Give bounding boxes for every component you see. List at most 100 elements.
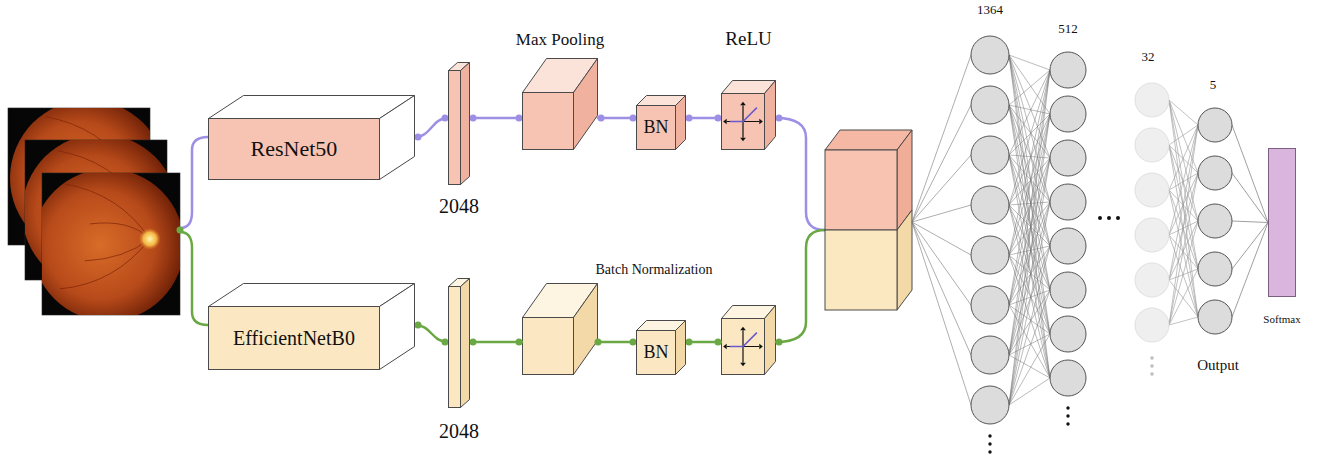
layer-size: 512 xyxy=(1058,22,1078,37)
weight-line xyxy=(1009,70,1050,105)
weight-line xyxy=(1009,114,1050,305)
box-top-face xyxy=(209,284,415,307)
weight-line xyxy=(1009,114,1050,405)
box-front-face xyxy=(825,230,897,310)
ellipsis-dot xyxy=(1150,364,1153,367)
neuron xyxy=(1050,52,1086,88)
box-3d xyxy=(449,279,470,408)
neuron xyxy=(1198,204,1232,238)
neuron xyxy=(1135,128,1169,162)
weight-line xyxy=(1169,100,1198,269)
axis-arrowhead xyxy=(723,344,727,350)
box-side-face xyxy=(380,284,415,370)
neuron xyxy=(971,336,1009,374)
feature-slab: 2048 xyxy=(448,278,470,408)
neuron xyxy=(1198,252,1232,286)
weight-line xyxy=(1009,246,1050,305)
backbone-box: ResNet50 xyxy=(208,95,415,180)
connector-group xyxy=(415,115,449,141)
weight-line xyxy=(1169,145,1198,317)
retina xyxy=(42,173,180,315)
box-label: ResNet50 xyxy=(251,136,338,161)
weight-line xyxy=(912,105,971,222)
ellipsis-dot xyxy=(988,434,991,437)
weight-line xyxy=(1232,221,1268,223)
connector-dot xyxy=(595,339,602,346)
weight-line xyxy=(1169,125,1198,235)
axis-arrowhead xyxy=(759,119,763,125)
weight-line xyxy=(912,222,971,405)
weight-line xyxy=(1009,202,1050,205)
ellipsis-dot xyxy=(1066,414,1069,417)
neuron xyxy=(971,286,1009,324)
connector-dot xyxy=(776,339,783,346)
weight-line xyxy=(1169,221,1198,325)
box-front-face xyxy=(637,331,676,375)
layer-caption: Output xyxy=(1197,357,1239,374)
batchnorm-box: BN xyxy=(636,320,686,375)
ellipsis-dot xyxy=(1066,422,1069,425)
box-side-face xyxy=(574,284,598,375)
weight-line xyxy=(912,222,971,305)
neuron xyxy=(1135,308,1169,342)
axis-arrowhead xyxy=(740,327,746,331)
neuron xyxy=(971,86,1009,124)
box-side-face xyxy=(897,210,912,310)
weight-line xyxy=(912,55,971,222)
relu-box: ReLU xyxy=(721,80,776,150)
concat-block xyxy=(825,130,912,310)
neuron xyxy=(1198,300,1232,334)
ellipsis-dot xyxy=(1116,216,1120,220)
weight-line xyxy=(1009,334,1050,405)
box-side-face xyxy=(676,321,686,375)
box-front-face xyxy=(449,287,461,408)
box-3d xyxy=(449,63,470,185)
neuron xyxy=(1050,184,1086,220)
box-outline xyxy=(522,58,598,150)
box-front-face xyxy=(209,119,380,180)
relu-icon xyxy=(723,327,763,367)
box-label: BN xyxy=(643,342,668,363)
connector-dot xyxy=(686,115,693,122)
box-side-face xyxy=(765,81,776,150)
weight-line xyxy=(1009,158,1050,405)
weight-line xyxy=(1009,246,1050,355)
batchnorm-box: BN xyxy=(636,95,686,150)
weight-line xyxy=(1169,125,1198,280)
box-3d xyxy=(1269,149,1296,297)
connector-dot xyxy=(516,115,523,122)
softmax-bar: Softmax xyxy=(1268,148,1296,297)
neuron xyxy=(1050,96,1086,132)
pooling-box xyxy=(523,284,598,375)
connector-wire xyxy=(776,230,825,342)
box-3d xyxy=(637,96,686,150)
connector-dot xyxy=(415,134,422,141)
axis-arrowhead xyxy=(740,138,746,142)
weight-line xyxy=(1232,173,1268,223)
weight-line xyxy=(1009,290,1050,355)
box-outline xyxy=(721,80,776,150)
layer-size: 32 xyxy=(1142,50,1155,65)
weight-line xyxy=(1232,223,1268,318)
weight-line xyxy=(1169,173,1198,325)
weight-line xyxy=(1169,269,1198,325)
fundus-image xyxy=(32,169,184,321)
neuron xyxy=(1050,228,1086,264)
layer-heading: ReLU xyxy=(725,28,771,50)
box-front-face xyxy=(1269,149,1296,297)
blood-vessel xyxy=(65,184,150,239)
box-front-face xyxy=(722,94,765,150)
box-3d xyxy=(209,284,415,370)
neuron xyxy=(1050,272,1086,308)
box-front-face xyxy=(523,93,574,150)
box-side-face xyxy=(765,306,776,375)
layer-heading: Softmax xyxy=(1263,313,1300,326)
connector-wire xyxy=(180,232,208,325)
axis-arrowhead xyxy=(740,363,746,367)
weight-line xyxy=(1009,202,1050,405)
connector-wire xyxy=(180,137,208,228)
neuron xyxy=(971,386,1009,424)
box-front-face xyxy=(523,318,574,375)
